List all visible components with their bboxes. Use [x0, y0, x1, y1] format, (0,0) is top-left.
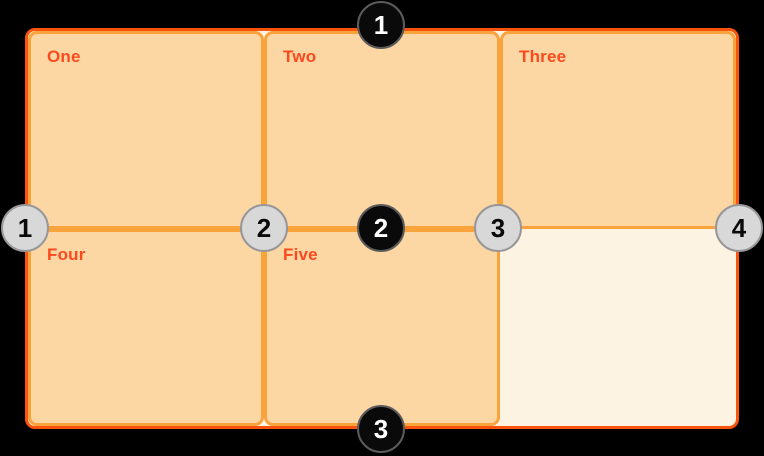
grid-item-four: Four — [28, 228, 264, 426]
grid-item-two: Two — [264, 31, 500, 229]
grid-item-one: One — [28, 31, 264, 229]
row-line-badge-1: 1 — [357, 1, 405, 49]
row-line-badge-3: 3 — [357, 405, 405, 453]
grid-item-label: Five — [283, 244, 318, 264]
column-line-badge-4: 4 — [715, 204, 763, 252]
grid-item-label: Three — [519, 47, 567, 66]
column-line-badge-1: 1 — [1, 204, 49, 252]
grid-item-label: Four — [47, 244, 86, 264]
grid-item-five: Five — [264, 228, 500, 426]
grid-item-label: One — [47, 47, 81, 66]
grid-item-three: Three — [500, 31, 736, 229]
grid: One Two Three Four Five — [28, 31, 736, 426]
column-line-badge-3: 3 — [474, 204, 522, 252]
grid-item-label: Two — [283, 47, 317, 66]
grid-container: One Two Three Four Five — [25, 28, 739, 429]
empty-grid-area — [500, 229, 736, 427]
column-line-badge-2: 2 — [240, 204, 288, 252]
row-line-badge-2: 2 — [357, 204, 405, 252]
